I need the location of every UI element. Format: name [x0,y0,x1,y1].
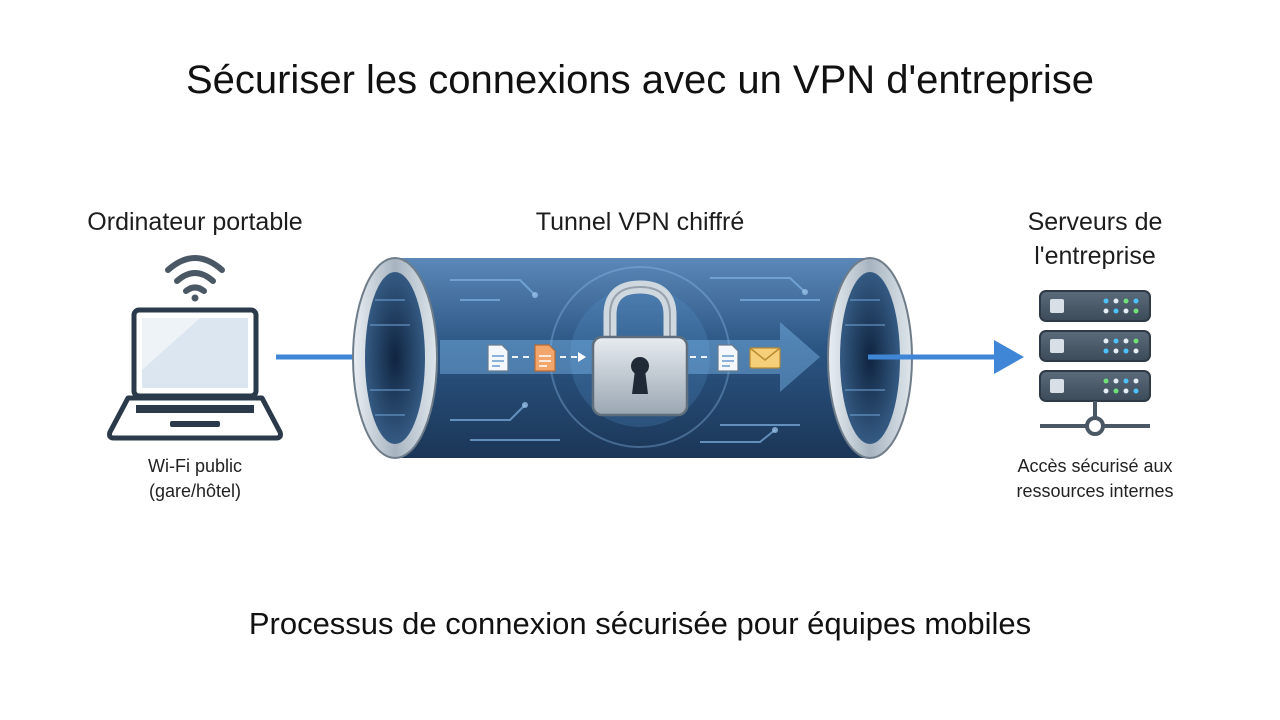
laptop-caption-line1: Wi-Fi public [147,456,242,476]
envelope-icon [749,347,781,369]
tunnel-left-ring [352,257,438,459]
diagram-footer: Processus de connexion sécurisée pour éq… [248,606,1032,641]
padlock-icon [591,280,689,417]
document-icon [534,344,556,372]
wifi-icon [165,255,225,302]
laptop-label: Ordinateur portable [87,208,303,236]
server-rack-icon [1039,290,1151,436]
tunnel-label: Tunnel VPN chiffré [535,208,745,236]
servers-caption-line2: ressources internes [1016,481,1174,501]
document-icon [487,344,509,372]
servers-label-line2: l'entreprise [1034,242,1156,270]
diagram-title: Sécuriser les connexions avec un VPN d'e… [185,58,1095,102]
arrow-tunnel-to-servers [868,340,1024,374]
servers-label-line1: Serveurs de [1027,208,1163,236]
laptop-icon [107,307,283,441]
vpn-tunnel [352,257,913,459]
laptop-caption-line2: (gare/hôtel) [148,481,242,501]
servers-caption-line1: Accès sécurisé aux [1017,456,1173,476]
document-icon [717,344,739,372]
